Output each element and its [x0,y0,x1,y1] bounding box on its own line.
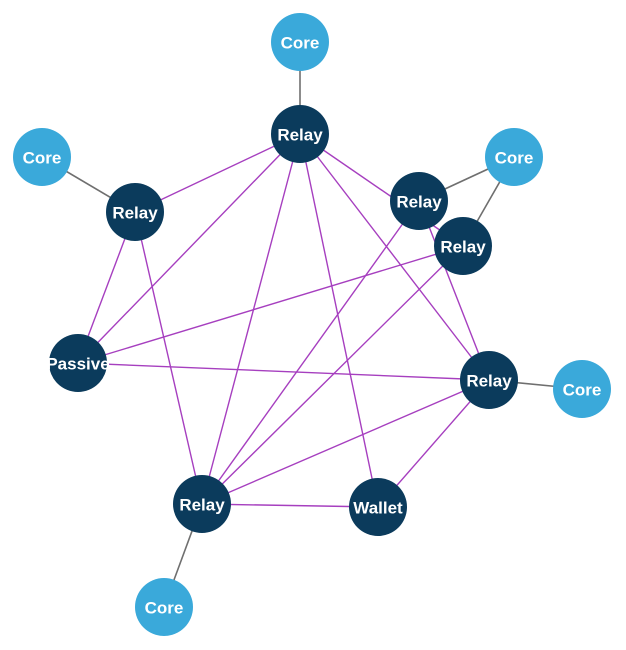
node-circle-core-left [13,128,71,186]
mesh-edge-relay-top-to-passive [77,133,301,364]
node-circle-core-bottom [135,578,193,636]
node-relay-right: Relay [460,351,518,409]
node-label-relay-upper-left: Relay [112,204,158,223]
node-label-relay-top: Relay [277,126,323,145]
network-nodes: RelayRelayRelayRelayRelayRelayPassiveWal… [13,13,611,636]
node-label-wallet: Wallet [353,499,403,518]
node-relay-upper-right-b: Relay [434,217,492,275]
node-label-core-upper-right: Core [495,149,534,168]
mesh-edge-relay-top-to-relay-lower-left [201,133,301,505]
node-circle-relay-top [271,105,329,163]
node-label-core-top: Core [281,34,320,53]
mesh-edge-relay-upper-right-a-to-relay-lower-left [201,200,420,505]
node-core-right: Core [553,360,611,418]
node-relay-upper-left: Relay [106,183,164,241]
node-label-core-left: Core [23,149,62,168]
node-label-core-right: Core [563,381,602,400]
node-passive: Passive [46,334,110,392]
mesh-edge-relay-upper-left-to-relay-lower-left [134,211,203,505]
mesh-edge-relay-top-to-relay-right [299,133,490,381]
node-circle-passive [49,334,107,392]
node-label-passive: Passive [46,355,109,374]
mesh-edge-relay-upper-right-a-to-relay-right [418,200,490,381]
mesh-edge-passive-to-relay-upper-right-b [77,245,464,364]
node-circle-core-right [553,360,611,418]
node-relay-lower-left: Relay [173,475,231,533]
node-core-top: Core [271,13,329,71]
node-circle-core-top [271,13,329,71]
mesh-edge-relay-right-to-relay-lower-left [201,379,490,505]
mesh-edge-relay-upper-right-b-to-relay-lower-left [201,245,464,505]
node-circle-relay-upper-left [106,183,164,241]
mesh-edge-relay-top-to-relay-upper-left [134,133,301,213]
mesh-edge-relay-top-to-wallet [299,133,379,508]
node-circle-relay-right [460,351,518,409]
node-circle-relay-lower-left [173,475,231,533]
node-core-left: Core [13,128,71,186]
node-label-core-bottom: Core [145,599,184,618]
node-circle-relay-upper-right-a [390,172,448,230]
node-circle-relay-upper-right-b [434,217,492,275]
node-label-relay-upper-right-a: Relay [396,193,442,212]
mesh-edge-relay-top-to-relay-upper-right-b [299,133,464,247]
mesh-edge-passive-to-relay-right [77,362,490,381]
node-label-relay-lower-left: Relay [179,496,225,515]
node-wallet: Wallet [349,478,407,536]
node-label-relay-upper-right-b: Relay [440,238,486,257]
node-relay-upper-right-a: Relay [390,172,448,230]
node-core-upper-right: Core [485,128,543,186]
node-circle-core-upper-right [485,128,543,186]
node-circle-wallet [349,478,407,536]
node-label-relay-right: Relay [466,372,512,391]
mesh-edge-relay-lower-left-to-wallet [201,503,379,508]
node-relay-top: Relay [271,105,329,163]
mesh-connections [77,133,490,508]
node-core-bottom: Core [135,578,193,636]
